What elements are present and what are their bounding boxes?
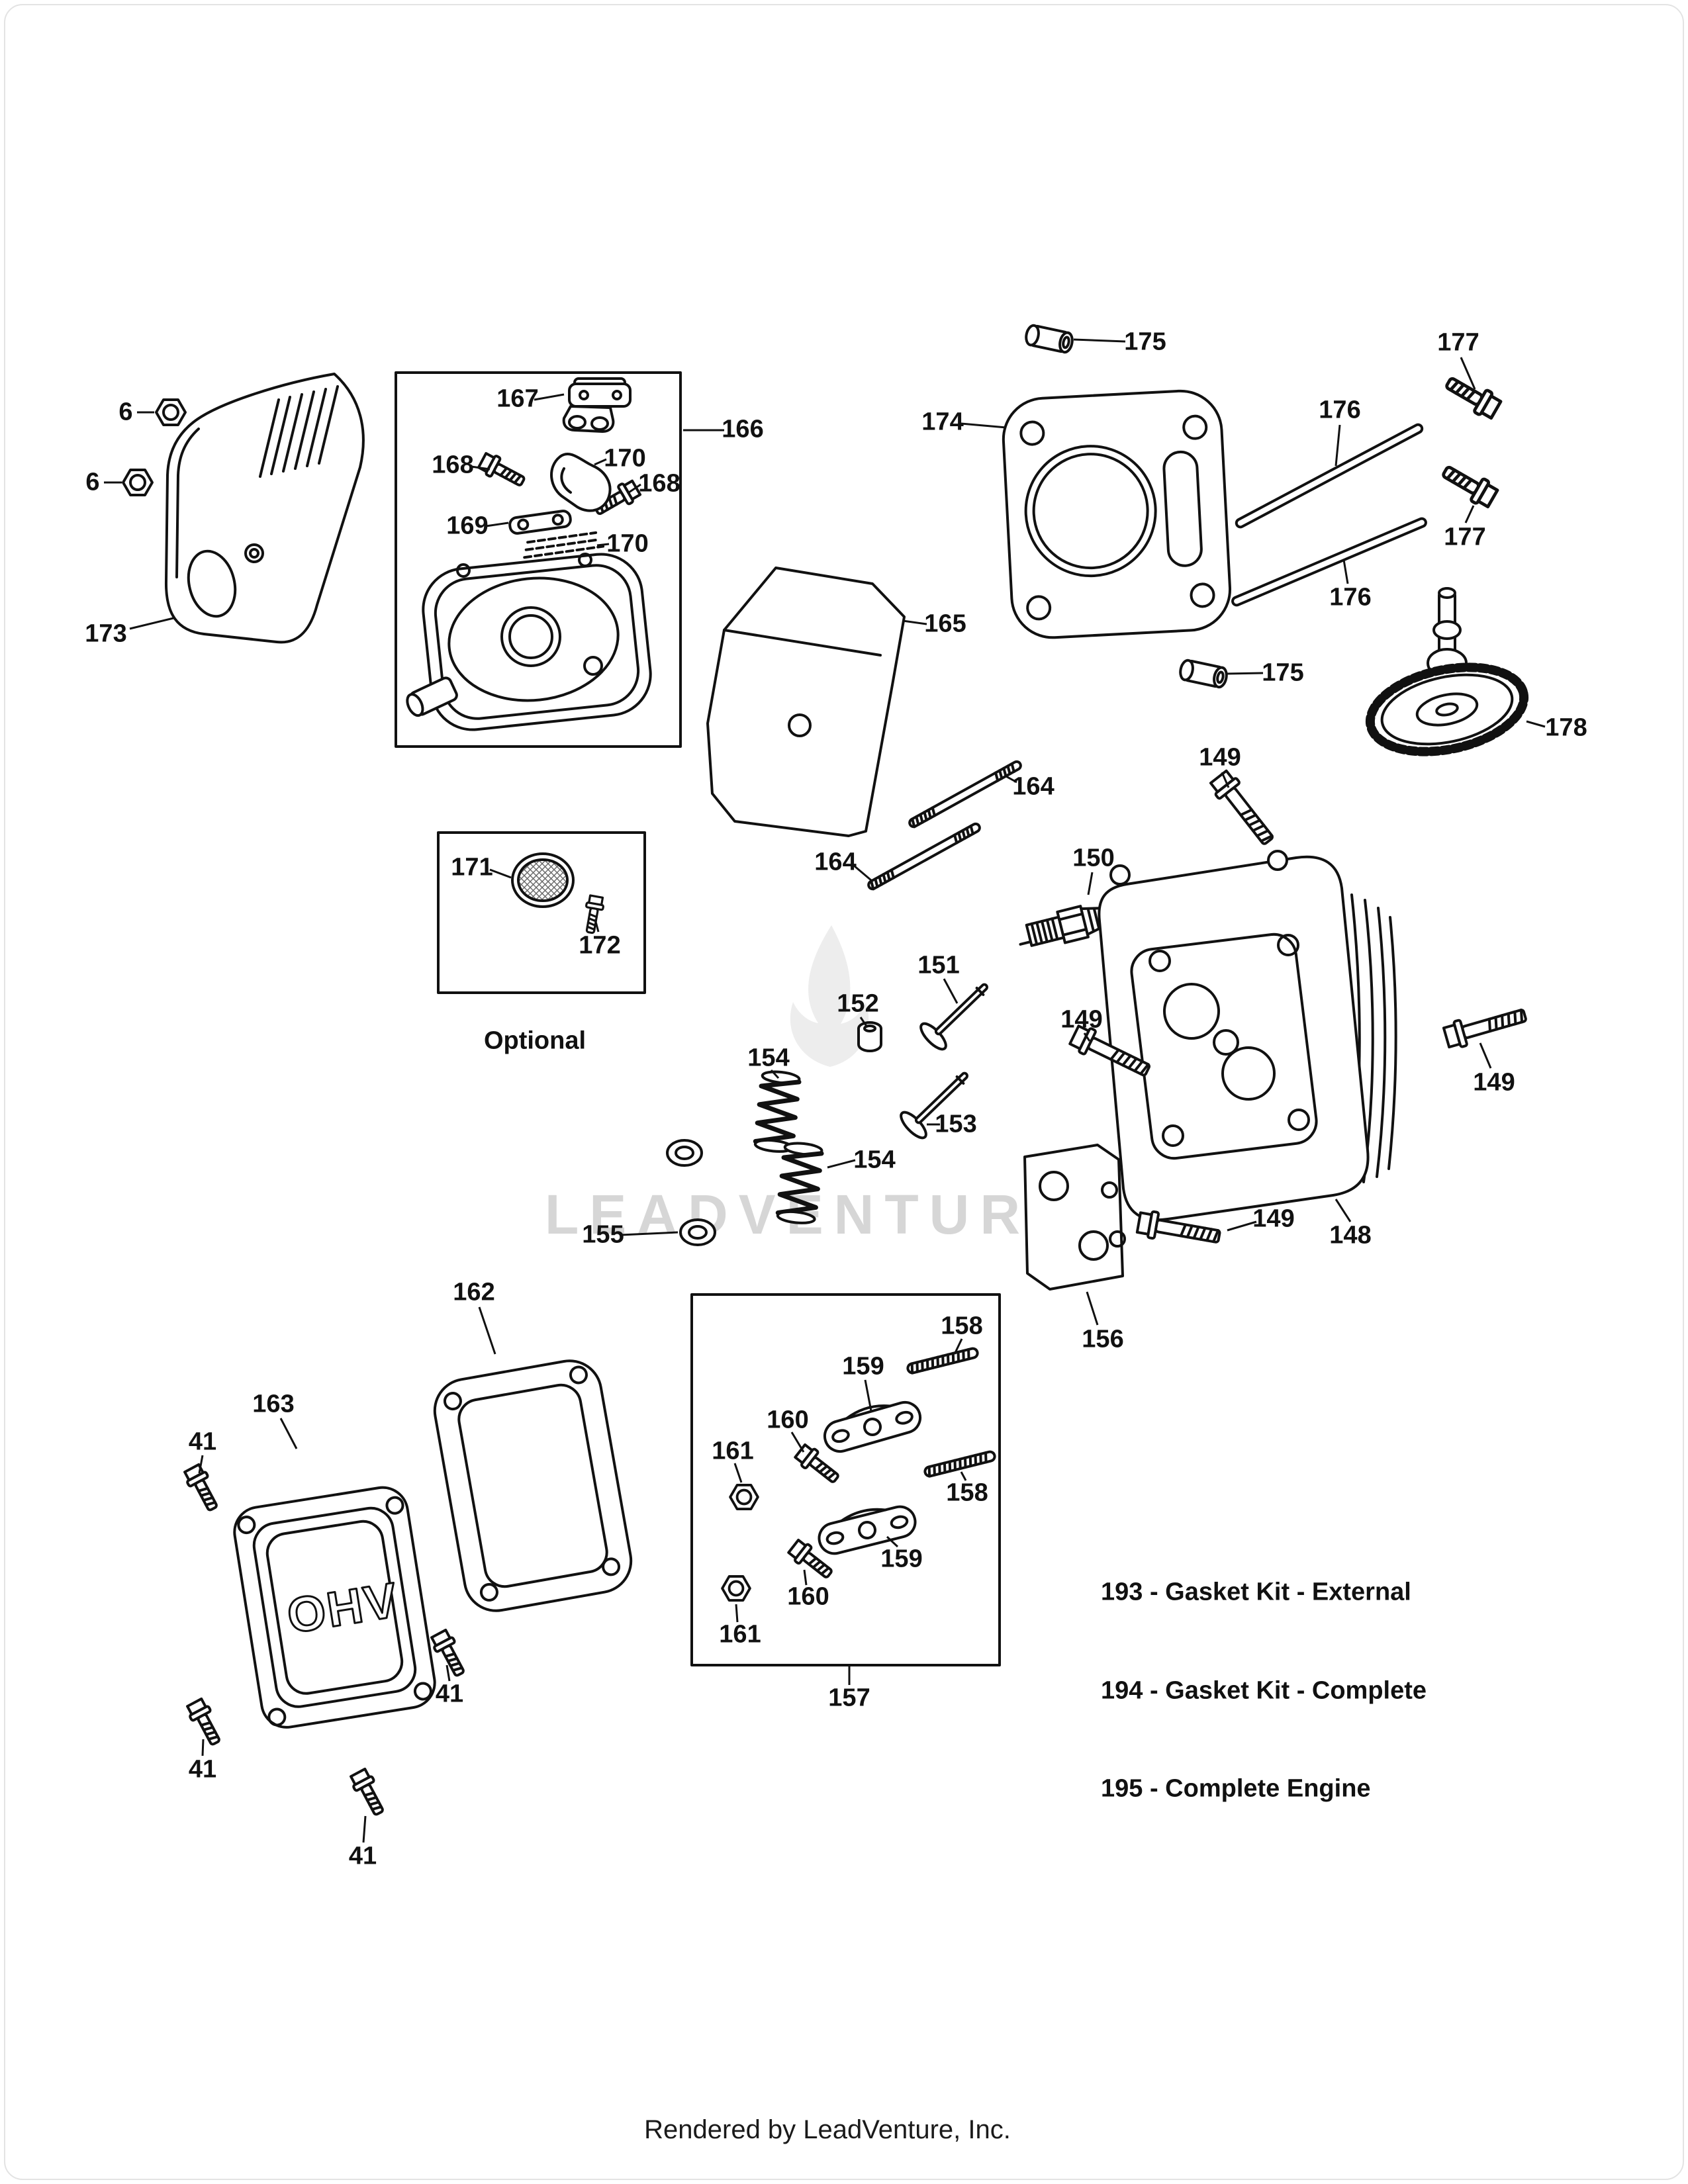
part-156-rocker-bracket	[1023, 1144, 1126, 1291]
leader-lines	[104, 338, 1546, 1843]
callout-168-b: 168	[638, 469, 680, 498]
callout-176-b: 176	[1329, 583, 1372, 612]
callout-166: 166	[722, 415, 764, 443]
callout-41-a: 41	[188, 1428, 217, 1456]
bolt-41-d	[349, 1768, 389, 1818]
callout-148: 148	[1329, 1221, 1372, 1250]
valve-spring-154-a	[755, 1070, 800, 1153]
washer-155-a	[666, 1139, 703, 1167]
callout-162: 162	[453, 1278, 495, 1306]
callout-170-a: 170	[604, 444, 646, 473]
callout-165: 165	[924, 610, 966, 638]
callout-149-a: 149	[1199, 743, 1241, 772]
part-174-head-gasket	[1002, 389, 1232, 639]
valve-151	[915, 972, 1000, 1054]
optional-label: Optional	[483, 1026, 586, 1055]
callout-154-a: 154	[747, 1044, 790, 1072]
callout-159-b: 159	[880, 1545, 923, 1573]
part-152-valve-seal	[857, 1021, 882, 1052]
part-165-heat-shield-plate	[706, 567, 906, 837]
bolt-177-b	[1439, 460, 1499, 510]
bolt-177-a	[1442, 371, 1503, 421]
callout-150: 150	[1072, 844, 1115, 872]
part-163-valve-cover: OHV	[233, 1486, 436, 1729]
part-171-screen	[511, 852, 575, 908]
callout-171: 171	[451, 853, 493, 882]
stud-164-a	[907, 758, 1023, 830]
washer-155-b	[679, 1218, 716, 1246]
kit-item-193: 193 - Gasket Kit - External	[1101, 1578, 1411, 1606]
part-169-gasket	[508, 510, 572, 535]
part-178-camshaft	[1365, 587, 1529, 756]
nut-161-b	[721, 1575, 751, 1602]
bolt-41-c	[185, 1698, 226, 1748]
vent-slats	[259, 385, 339, 478]
part-170-gasket-shims	[523, 531, 605, 559]
callout-177-a: 177	[1437, 328, 1479, 357]
callout-149-c: 149	[1252, 1205, 1295, 1233]
bolt-149-d	[1441, 1001, 1530, 1052]
part-148-cylinder-head	[1098, 850, 1397, 1222]
callout-41-d: 41	[348, 1842, 377, 1870]
callout-154-b: 154	[853, 1146, 896, 1174]
part-173-heat-shield	[164, 373, 365, 644]
callout-156: 156	[1082, 1325, 1124, 1353]
part-167-breather	[562, 377, 632, 433]
callout-149-b: 149	[1060, 1005, 1103, 1034]
callout-6-b: 6	[85, 468, 100, 496]
nut-161-a	[729, 1484, 759, 1510]
callout-41-b: 41	[435, 1680, 464, 1708]
callout-41-c: 41	[188, 1755, 217, 1784]
bolt-41-b	[430, 1629, 470, 1679]
part-170-exhaust-elbow	[550, 453, 612, 512]
push-rod-176-a	[1235, 424, 1424, 529]
callout-164-b: 164	[814, 848, 857, 876]
bushing-175-a	[1023, 323, 1076, 355]
bolt-41-a	[183, 1463, 223, 1514]
bushing-175-b	[1177, 658, 1230, 690]
leadventure-flame-watermark	[790, 925, 869, 1067]
callout-158-b: 158	[946, 1479, 988, 1507]
callout-158-a: 158	[941, 1312, 983, 1340]
callout-153: 153	[935, 1110, 977, 1138]
callout-175-b: 175	[1262, 659, 1304, 687]
callout-152: 152	[837, 989, 879, 1018]
muffler-outlet-pipe	[406, 676, 458, 717]
callout-149-d: 149	[1473, 1068, 1515, 1097]
callout-177-b: 177	[1444, 523, 1486, 551]
callout-151: 151	[917, 951, 960, 979]
nut-6-b	[122, 469, 154, 496]
callout-178: 178	[1545, 713, 1587, 742]
callout-160-b: 160	[787, 1582, 829, 1611]
callout-164-a: 164	[1012, 772, 1055, 801]
callout-168-a: 168	[432, 451, 474, 479]
stud-164-b	[866, 821, 982, 892]
callout-163: 163	[252, 1390, 295, 1418]
callout-170-b: 170	[606, 529, 649, 558]
callout-175-a: 175	[1124, 328, 1166, 356]
callout-157: 157	[828, 1684, 870, 1712]
callout-6-a: 6	[118, 398, 133, 426]
callout-176-a: 176	[1319, 396, 1361, 424]
callout-155: 155	[582, 1220, 624, 1249]
part-166-muffler	[406, 553, 652, 731]
callout-173: 173	[85, 619, 127, 648]
bolt-149-a	[1207, 767, 1281, 851]
footer-credit: Rendered by LeadVenture, Inc.	[644, 2115, 1011, 2144]
part-162-valve-cover-gasket	[433, 1359, 633, 1612]
callout-161-a: 161	[712, 1437, 754, 1465]
kit-item-195: 195 - Complete Engine	[1101, 1774, 1371, 1803]
callout-169: 169	[446, 512, 489, 540]
callout-167: 167	[496, 385, 539, 413]
callout-160-a: 160	[767, 1406, 809, 1434]
nut-6-a	[155, 398, 187, 426]
kit-item-194: 194 - Gasket Kit - Complete	[1101, 1676, 1427, 1705]
callout-172: 172	[579, 931, 621, 960]
callout-159-a: 159	[842, 1352, 884, 1381]
callout-174: 174	[921, 408, 964, 436]
callout-161-b: 161	[719, 1620, 761, 1649]
